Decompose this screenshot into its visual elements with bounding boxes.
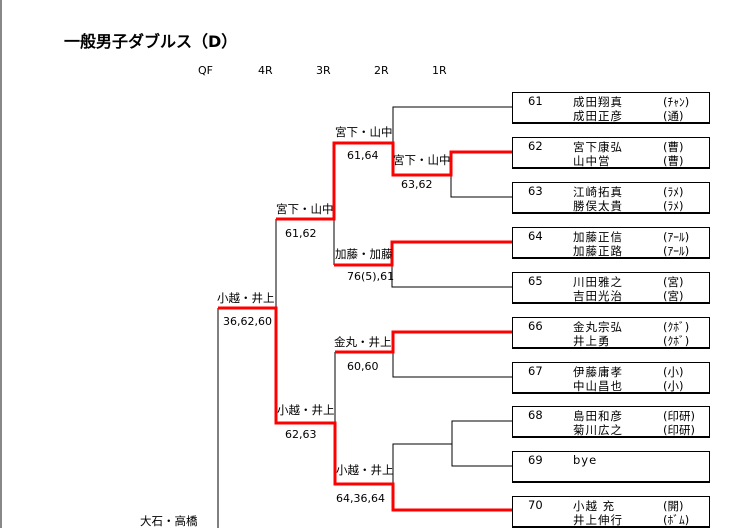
- player-1-name: bye: [573, 453, 598, 467]
- entry-number: 69: [528, 453, 543, 467]
- player-2-name: 中山昌也: [573, 379, 623, 393]
- entry-number: 63: [528, 184, 543, 198]
- player-2-club: (通): [663, 109, 684, 123]
- player-2-name: 井上伸行: [573, 513, 623, 527]
- score: 60,60: [347, 360, 379, 373]
- window-border: [0, 0, 2, 528]
- score: 61,64: [347, 149, 379, 162]
- win-66: [335, 330, 512, 354]
- page-title: 一般男子ダブルス（D）: [64, 32, 238, 51]
- entry-number: 61: [528, 94, 543, 108]
- player-2-name: 加藤正路: [573, 244, 623, 258]
- line-68: [451, 420, 512, 467]
- line-61: [392, 106, 512, 143]
- player-1-name: 江崎拓真: [573, 185, 623, 199]
- score: 64,36,64: [336, 492, 385, 505]
- player-2-club: (小): [663, 379, 684, 393]
- entry-number: 64: [528, 229, 543, 243]
- player-2-name: 勝俣太貴: [573, 199, 623, 213]
- line-63: [450, 175, 512, 198]
- player-2-name: 菊川広之: [573, 423, 623, 437]
- score: 62,63: [285, 428, 317, 441]
- entry-box: 69 bye: [512, 451, 710, 483]
- player-2-club: (ﾎﾞﾑ): [663, 513, 690, 527]
- player-1-club: (宮): [663, 275, 684, 289]
- player-2-club: (印研): [663, 423, 695, 437]
- player-2-club: (ﾗﾒ): [663, 199, 684, 213]
- entry-number: 70: [528, 498, 543, 512]
- player-2-name: 成田正彦: [573, 109, 623, 123]
- loss-lines: [217, 106, 512, 528]
- winner-label: 金丸・井上: [334, 335, 392, 349]
- win-62: [276, 141, 512, 221]
- score: 36,62,60: [223, 315, 272, 328]
- player-1-club: (ｸﾎﾞ): [663, 320, 690, 334]
- entry-box: 70 小越 充 (開) 井上伸行 (ﾎﾞﾑ): [512, 496, 710, 528]
- player-2-club: (宮): [663, 289, 684, 303]
- line-67: [392, 352, 512, 378]
- winner-label: 小越・井上: [217, 291, 275, 305]
- player-1-name: 金丸宗弘: [573, 320, 623, 334]
- winner-label: 加藤・加藤: [335, 247, 393, 261]
- player-2-club: (ｸﾎﾞ): [663, 334, 690, 348]
- player-1-name: 川田雅之: [573, 275, 623, 289]
- round-label-1r: 1R: [432, 64, 447, 77]
- player-1-name: 宮下康弘: [573, 140, 623, 154]
- player-1-club: (ﾗﾒ): [663, 185, 684, 199]
- round-label-4r: 4R: [258, 64, 273, 77]
- round-label-qf: QF: [198, 64, 213, 77]
- player-1-name: 島田和彦: [573, 409, 623, 423]
- player-2-club: (曹): [663, 154, 684, 168]
- winner-label: 小越・井上: [336, 463, 394, 477]
- entry-box: 62 宮下康弘 (曹) 山中営 (曹): [512, 137, 710, 169]
- winner-label: 大石・高橋: [140, 514, 198, 528]
- win-qf: [218, 306, 512, 512]
- player-1-club: (曹): [663, 140, 684, 154]
- entry-number: 67: [528, 364, 543, 378]
- player-2-name: 井上勇: [573, 334, 611, 348]
- entry-number: 62: [528, 139, 543, 153]
- win-64: [334, 240, 512, 267]
- entry-box: 63 江崎拓真 (ﾗﾒ) 勝俣太貴 (ﾗﾒ): [512, 182, 710, 214]
- score: 76(5),61: [347, 270, 395, 283]
- entry-number: 66: [528, 319, 543, 333]
- player-2-name: 山中営: [573, 154, 611, 168]
- winner-label: 宮下・山中: [393, 153, 451, 167]
- winner-label: 宮下・山中: [335, 125, 393, 139]
- player-1-club: (印研): [663, 409, 695, 423]
- winner-label: 小越・井上: [277, 403, 335, 417]
- player-1-name: 加藤正信: [573, 230, 623, 244]
- entry-box: 68 島田和彦 (印研) 菊川広之 (印研): [512, 406, 710, 438]
- player-1-club: (開): [663, 499, 684, 513]
- line-65: [391, 265, 512, 288]
- player-1-name: 成田翔真: [573, 95, 623, 109]
- entry-number: 68: [528, 408, 543, 422]
- score: 63,62: [401, 178, 433, 191]
- player-1-club: (小): [663, 365, 684, 379]
- player-2-club: (ｱｰﾙ): [663, 244, 690, 258]
- player-1-name: 小越 充: [573, 499, 616, 513]
- player-1-club: (ｱｰﾙ): [663, 230, 690, 244]
- player-2-name: 吉田光治: [573, 289, 623, 303]
- round-label-3r: 3R: [316, 64, 331, 77]
- winner-label: 宮下・山中: [276, 202, 334, 216]
- entry-box: 66 金丸宗弘 (ｸﾎﾞ) 井上勇 (ｸﾎﾞ): [512, 317, 710, 349]
- line-68-69: [392, 443, 452, 484]
- round-label-2r: 2R: [374, 64, 389, 77]
- player-1-name: 伊藤庸孝: [573, 365, 623, 379]
- score: 61,62: [285, 227, 317, 240]
- win-lines: [218, 141, 512, 512]
- entry-box: 61 成田翔真 (ﾁｬﾝ) 成田正彦 (通): [512, 92, 710, 124]
- entry-box: 65 川田雅之 (宮) 吉田光治 (宮): [512, 272, 710, 304]
- entry-number: 65: [528, 274, 543, 288]
- player-1-club: (ﾁｬﾝ): [663, 95, 690, 109]
- entry-box: 67 伊藤庸孝 (小) 中山昌也 (小): [512, 362, 710, 394]
- entry-box: 64 加藤正信 (ｱｰﾙ) 加藤正路 (ｱｰﾙ): [512, 227, 710, 259]
